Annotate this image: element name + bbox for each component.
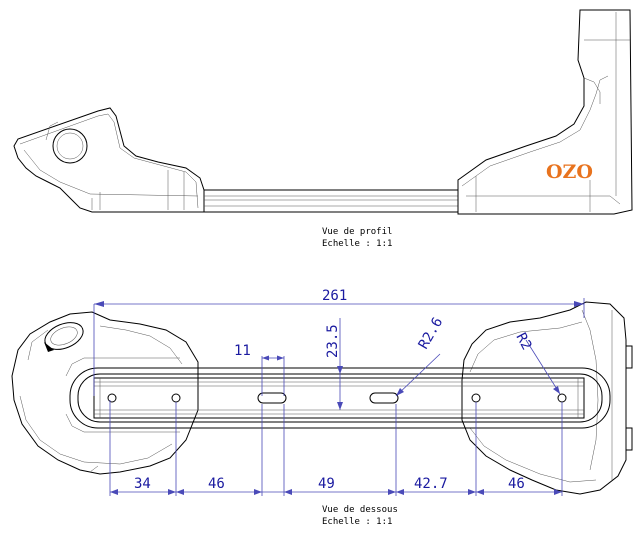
dim-slot-width: 11 (234, 343, 251, 359)
bottom-view-title: Vue de dessous (322, 505, 398, 515)
dim-segment-3: 49 (318, 476, 335, 492)
bottom-view-scale: Echelle : 1:1 (322, 517, 392, 527)
dim-segment-2: 46 (208, 476, 225, 492)
dim-segment-4: 42.7 (414, 476, 448, 492)
profile-view-scale: Echelle : 1:1 (322, 239, 392, 249)
dim-radius-small: R2 (512, 330, 534, 352)
dim-overall-length: 261 (322, 288, 347, 304)
dim-segment-1: 34 (134, 476, 151, 492)
dim-radius-large: R2.6 (416, 315, 447, 352)
bottom-view: 261 11 23.5 R2.6 R2 (11, 288, 633, 527)
profile-view-title: Vue de profil (322, 227, 392, 237)
profile-view: OZO Vue de profil Echelle : 1:1 (13, 9, 633, 249)
brand-logo: OZO (546, 161, 593, 183)
dim-segment-5: 46 (508, 476, 525, 492)
dim-height: 23.5 (325, 324, 341, 358)
